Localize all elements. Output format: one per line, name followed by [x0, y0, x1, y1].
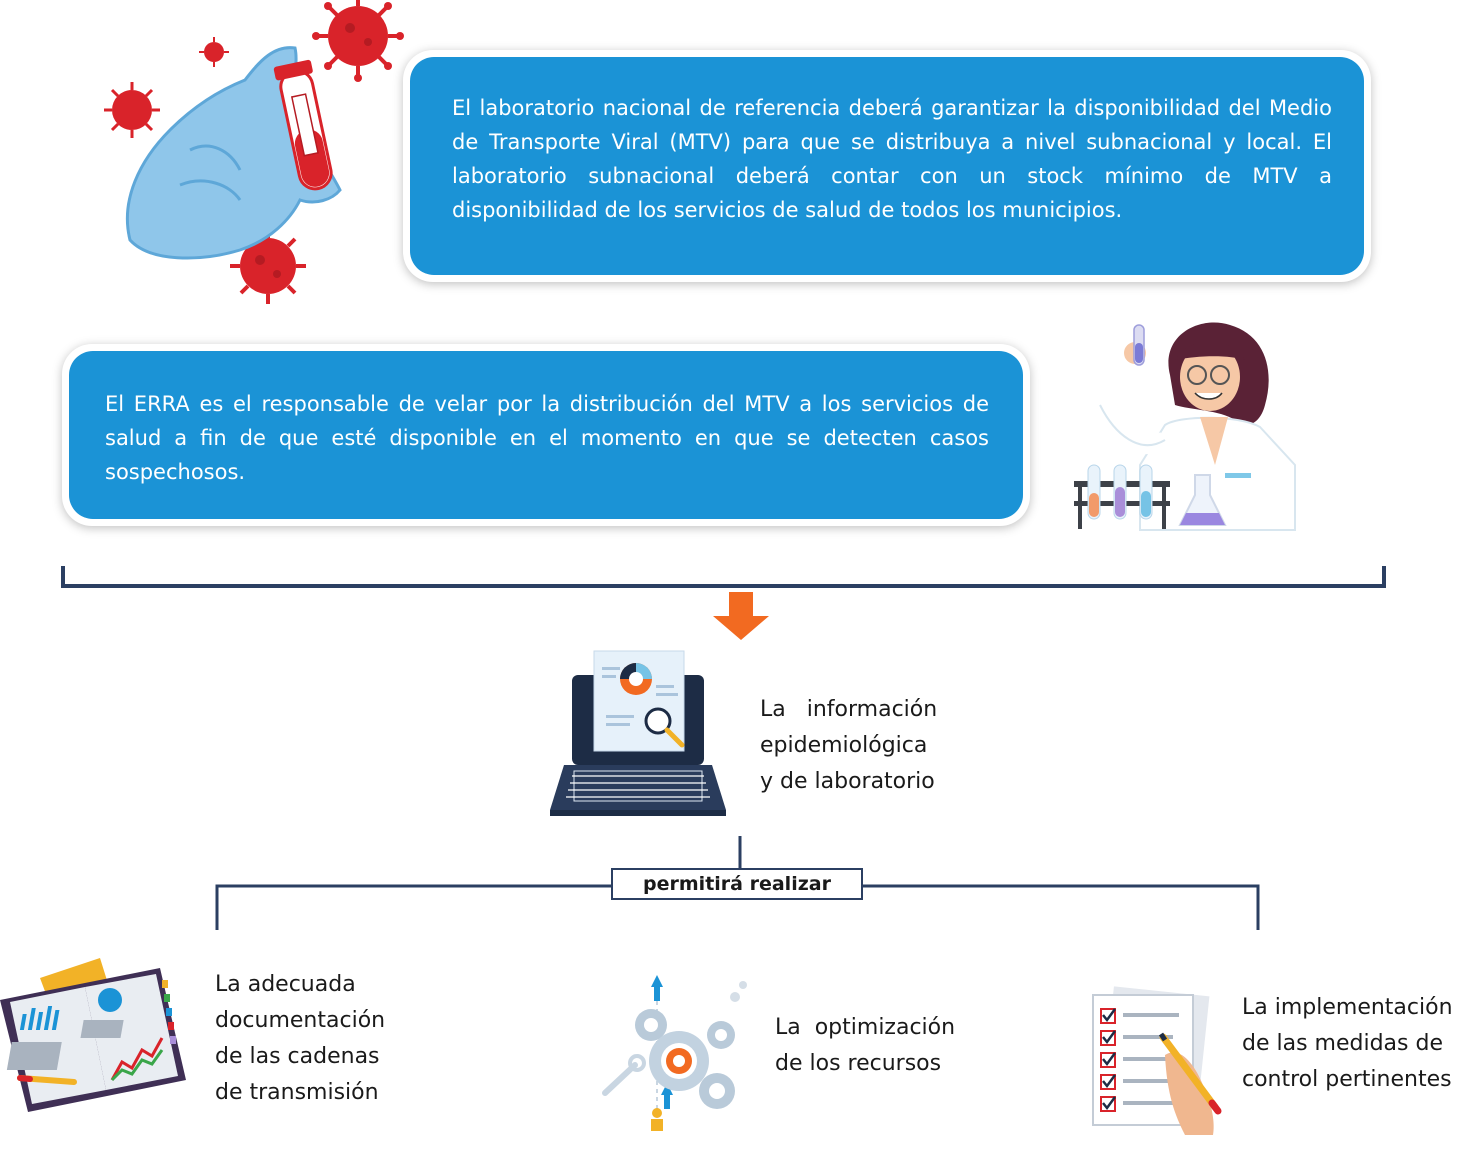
outcome-optimization: La optimización de los recursos: [775, 1010, 995, 1082]
virus-icon: [199, 37, 229, 67]
outcome-control-measures: La implementación de las medidas de cont…: [1242, 990, 1477, 1098]
erra-info-text: El ERRA es el responsable de velar por l…: [69, 351, 1023, 519]
top-info-text: El laboratorio nacional de referencia de…: [410, 57, 1364, 275]
outcome-1-line-3: de las cadenas: [215, 1044, 380, 1069]
down-arrow-icon: [713, 592, 769, 640]
test-tube-icon: [273, 59, 333, 191]
checklist-pencil-icon: [1092, 986, 1222, 1135]
notebook-charts-icon: [0, 958, 186, 1112]
scientist-illustration: [1074, 322, 1296, 531]
outcome-3-line-3: control pertinentes: [1242, 1067, 1452, 1092]
info-label: La información epidemiológica y de labor…: [760, 692, 960, 800]
gears-wrench-icon: [602, 975, 747, 1131]
info-line-1: La información: [760, 697, 938, 722]
virus-icon: [312, 0, 404, 82]
info-line-3: y de laboratorio: [760, 769, 935, 794]
outcome-1-line-1: La adecuada: [215, 972, 356, 997]
outcome-documentation: La adecuada documentación de las cadenas…: [215, 967, 435, 1111]
connector-label: permitirá realizar: [611, 868, 863, 900]
outcome-2-line-2: de los recursos: [775, 1051, 942, 1076]
outcome-2-line-1: La optimización: [775, 1015, 956, 1040]
outcome-3-line-1: La implementación: [1242, 995, 1453, 1020]
glove-test-tube-illustration: [104, 0, 404, 304]
virus-icon: [104, 82, 160, 138]
outcome-3-line-2: de las medidas de: [1242, 1031, 1443, 1056]
outcome-1-line-4: de transmisión: [215, 1080, 379, 1105]
tube-rack-icon: [1074, 464, 1170, 529]
laptop-report-icon: [550, 650, 726, 816]
info-line-2: epidemiológica: [760, 733, 928, 758]
top-info-card: El laboratorio nacional de referencia de…: [403, 50, 1371, 282]
outcome-1-line-2: documentación: [215, 1008, 386, 1033]
erra-info-card: El ERRA es el responsable de velar por l…: [62, 344, 1030, 526]
